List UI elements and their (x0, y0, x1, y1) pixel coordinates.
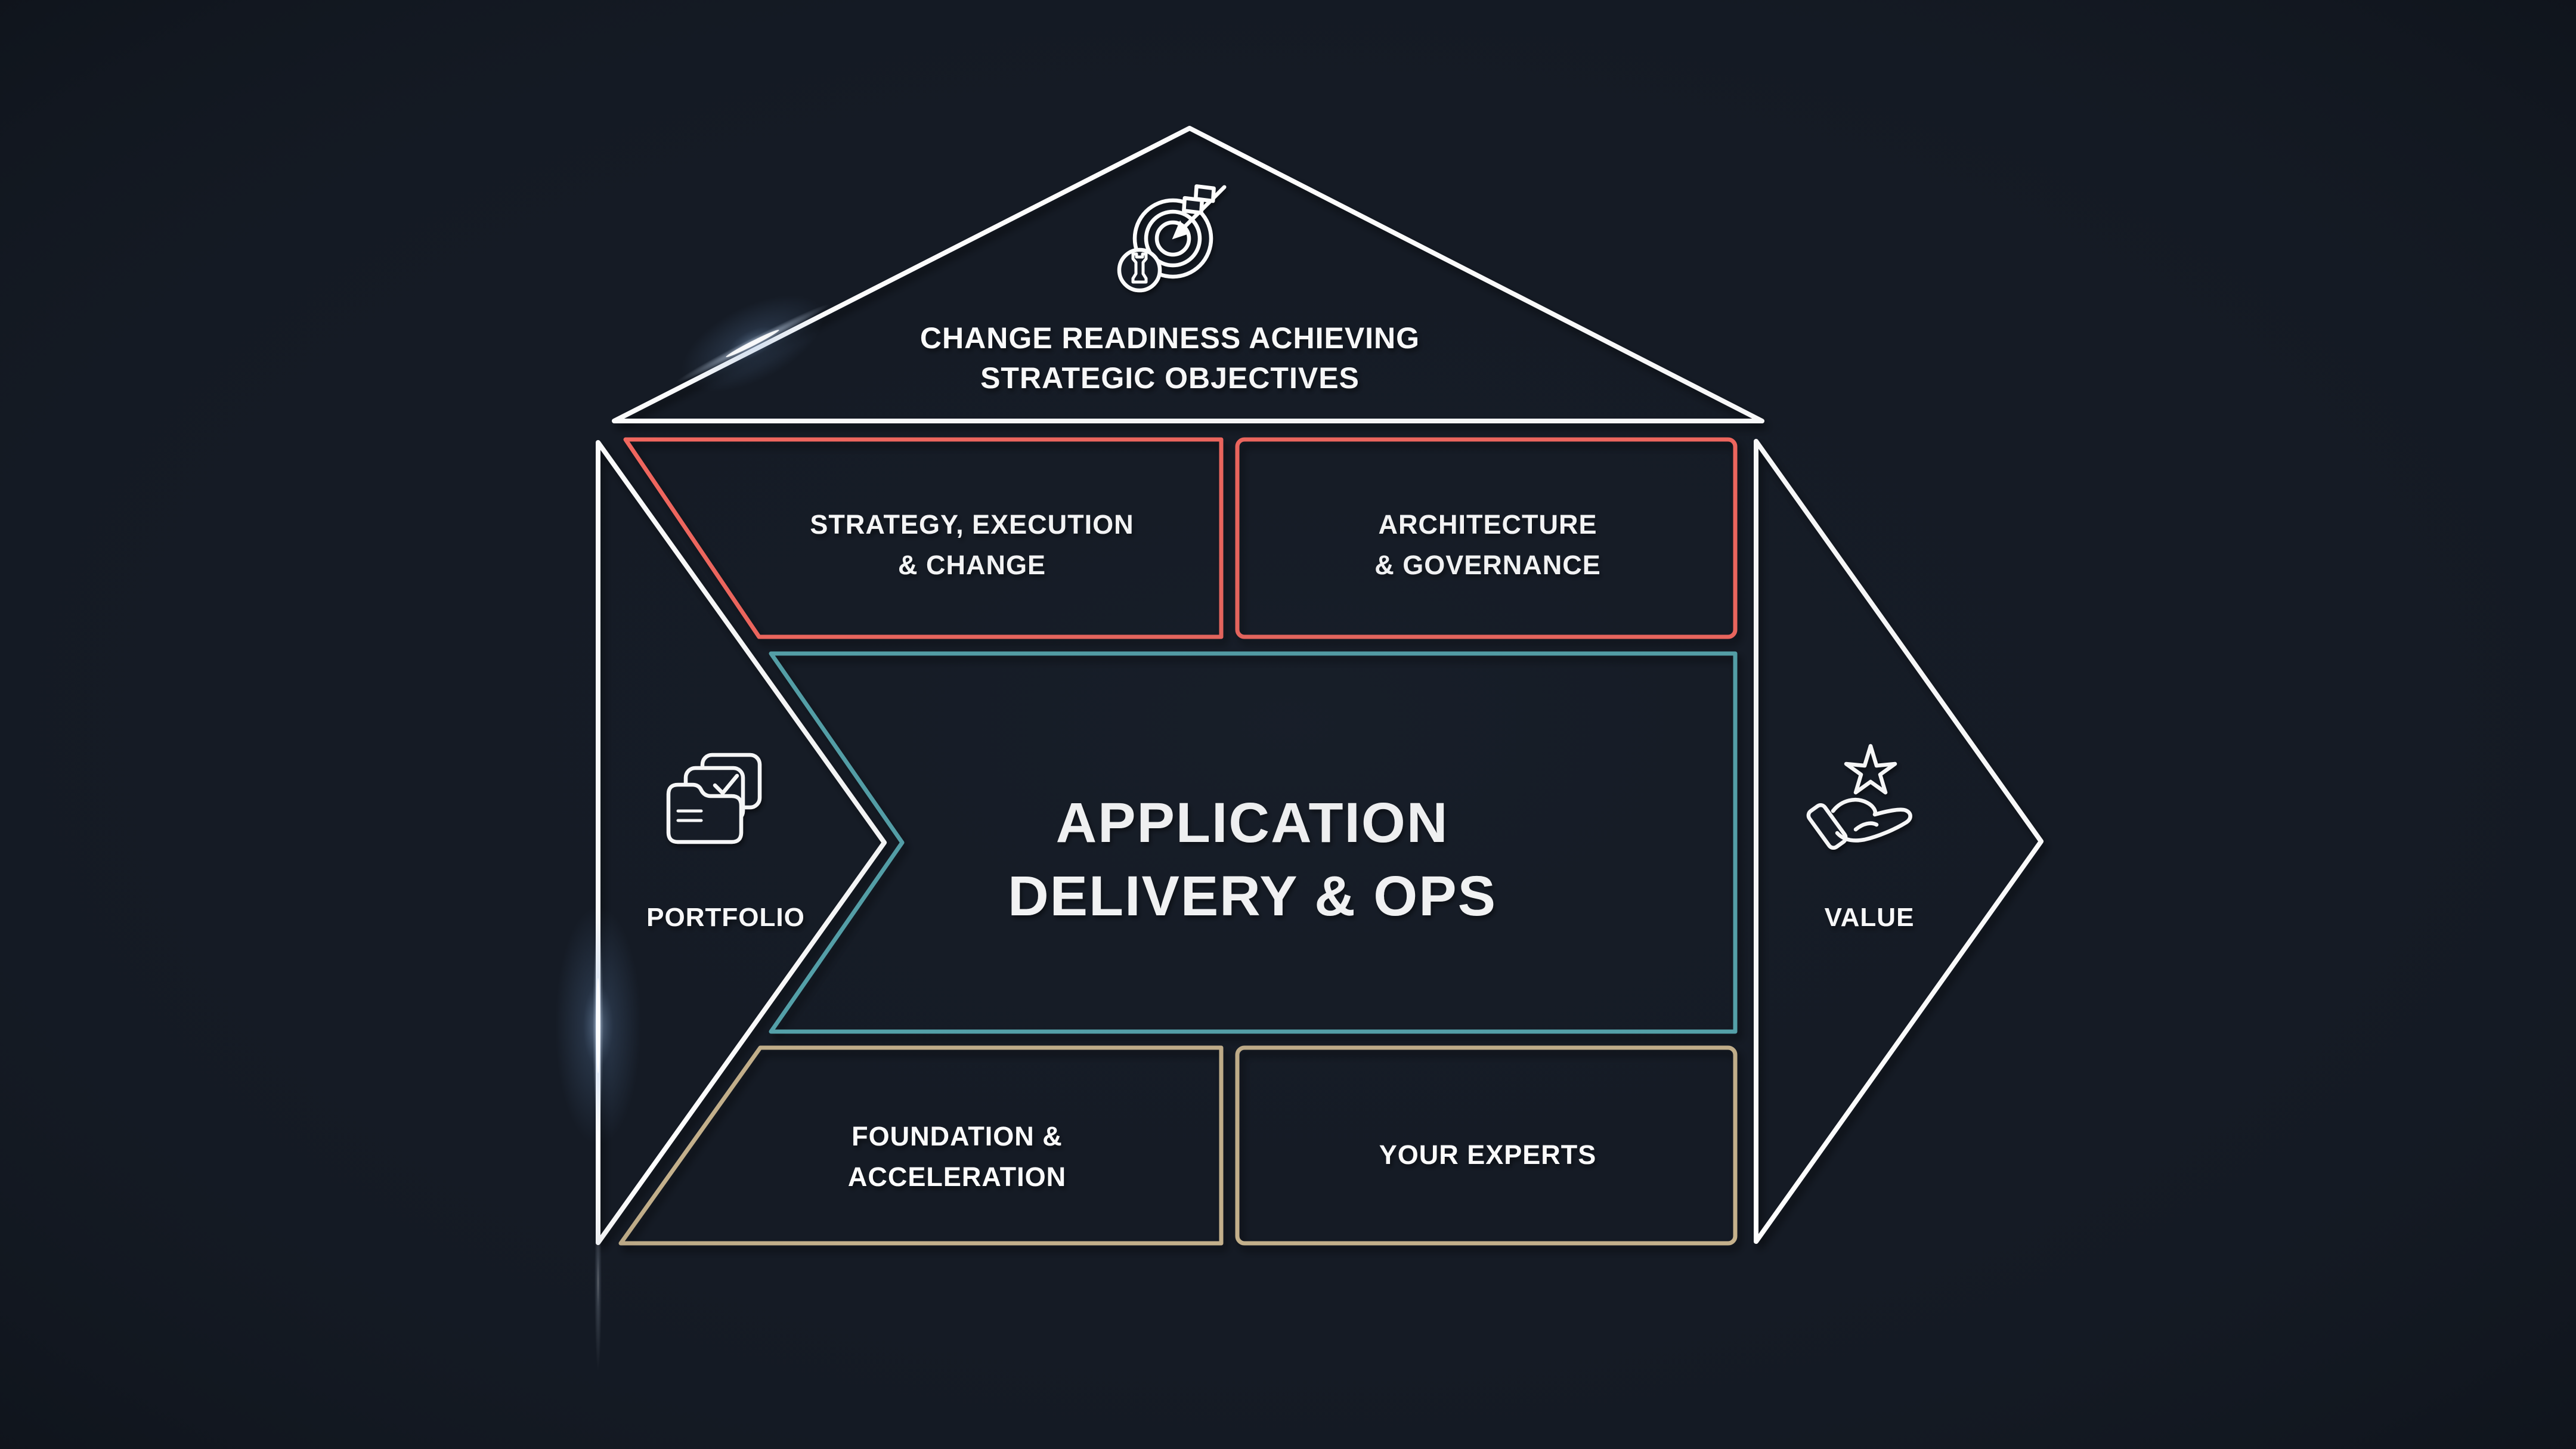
diagram-canvas: CHANGE READINESS ACHIEVING STRATEGIC OBJ… (0, 0, 2576, 1449)
vignette-overlay (0, 0, 2576, 1449)
